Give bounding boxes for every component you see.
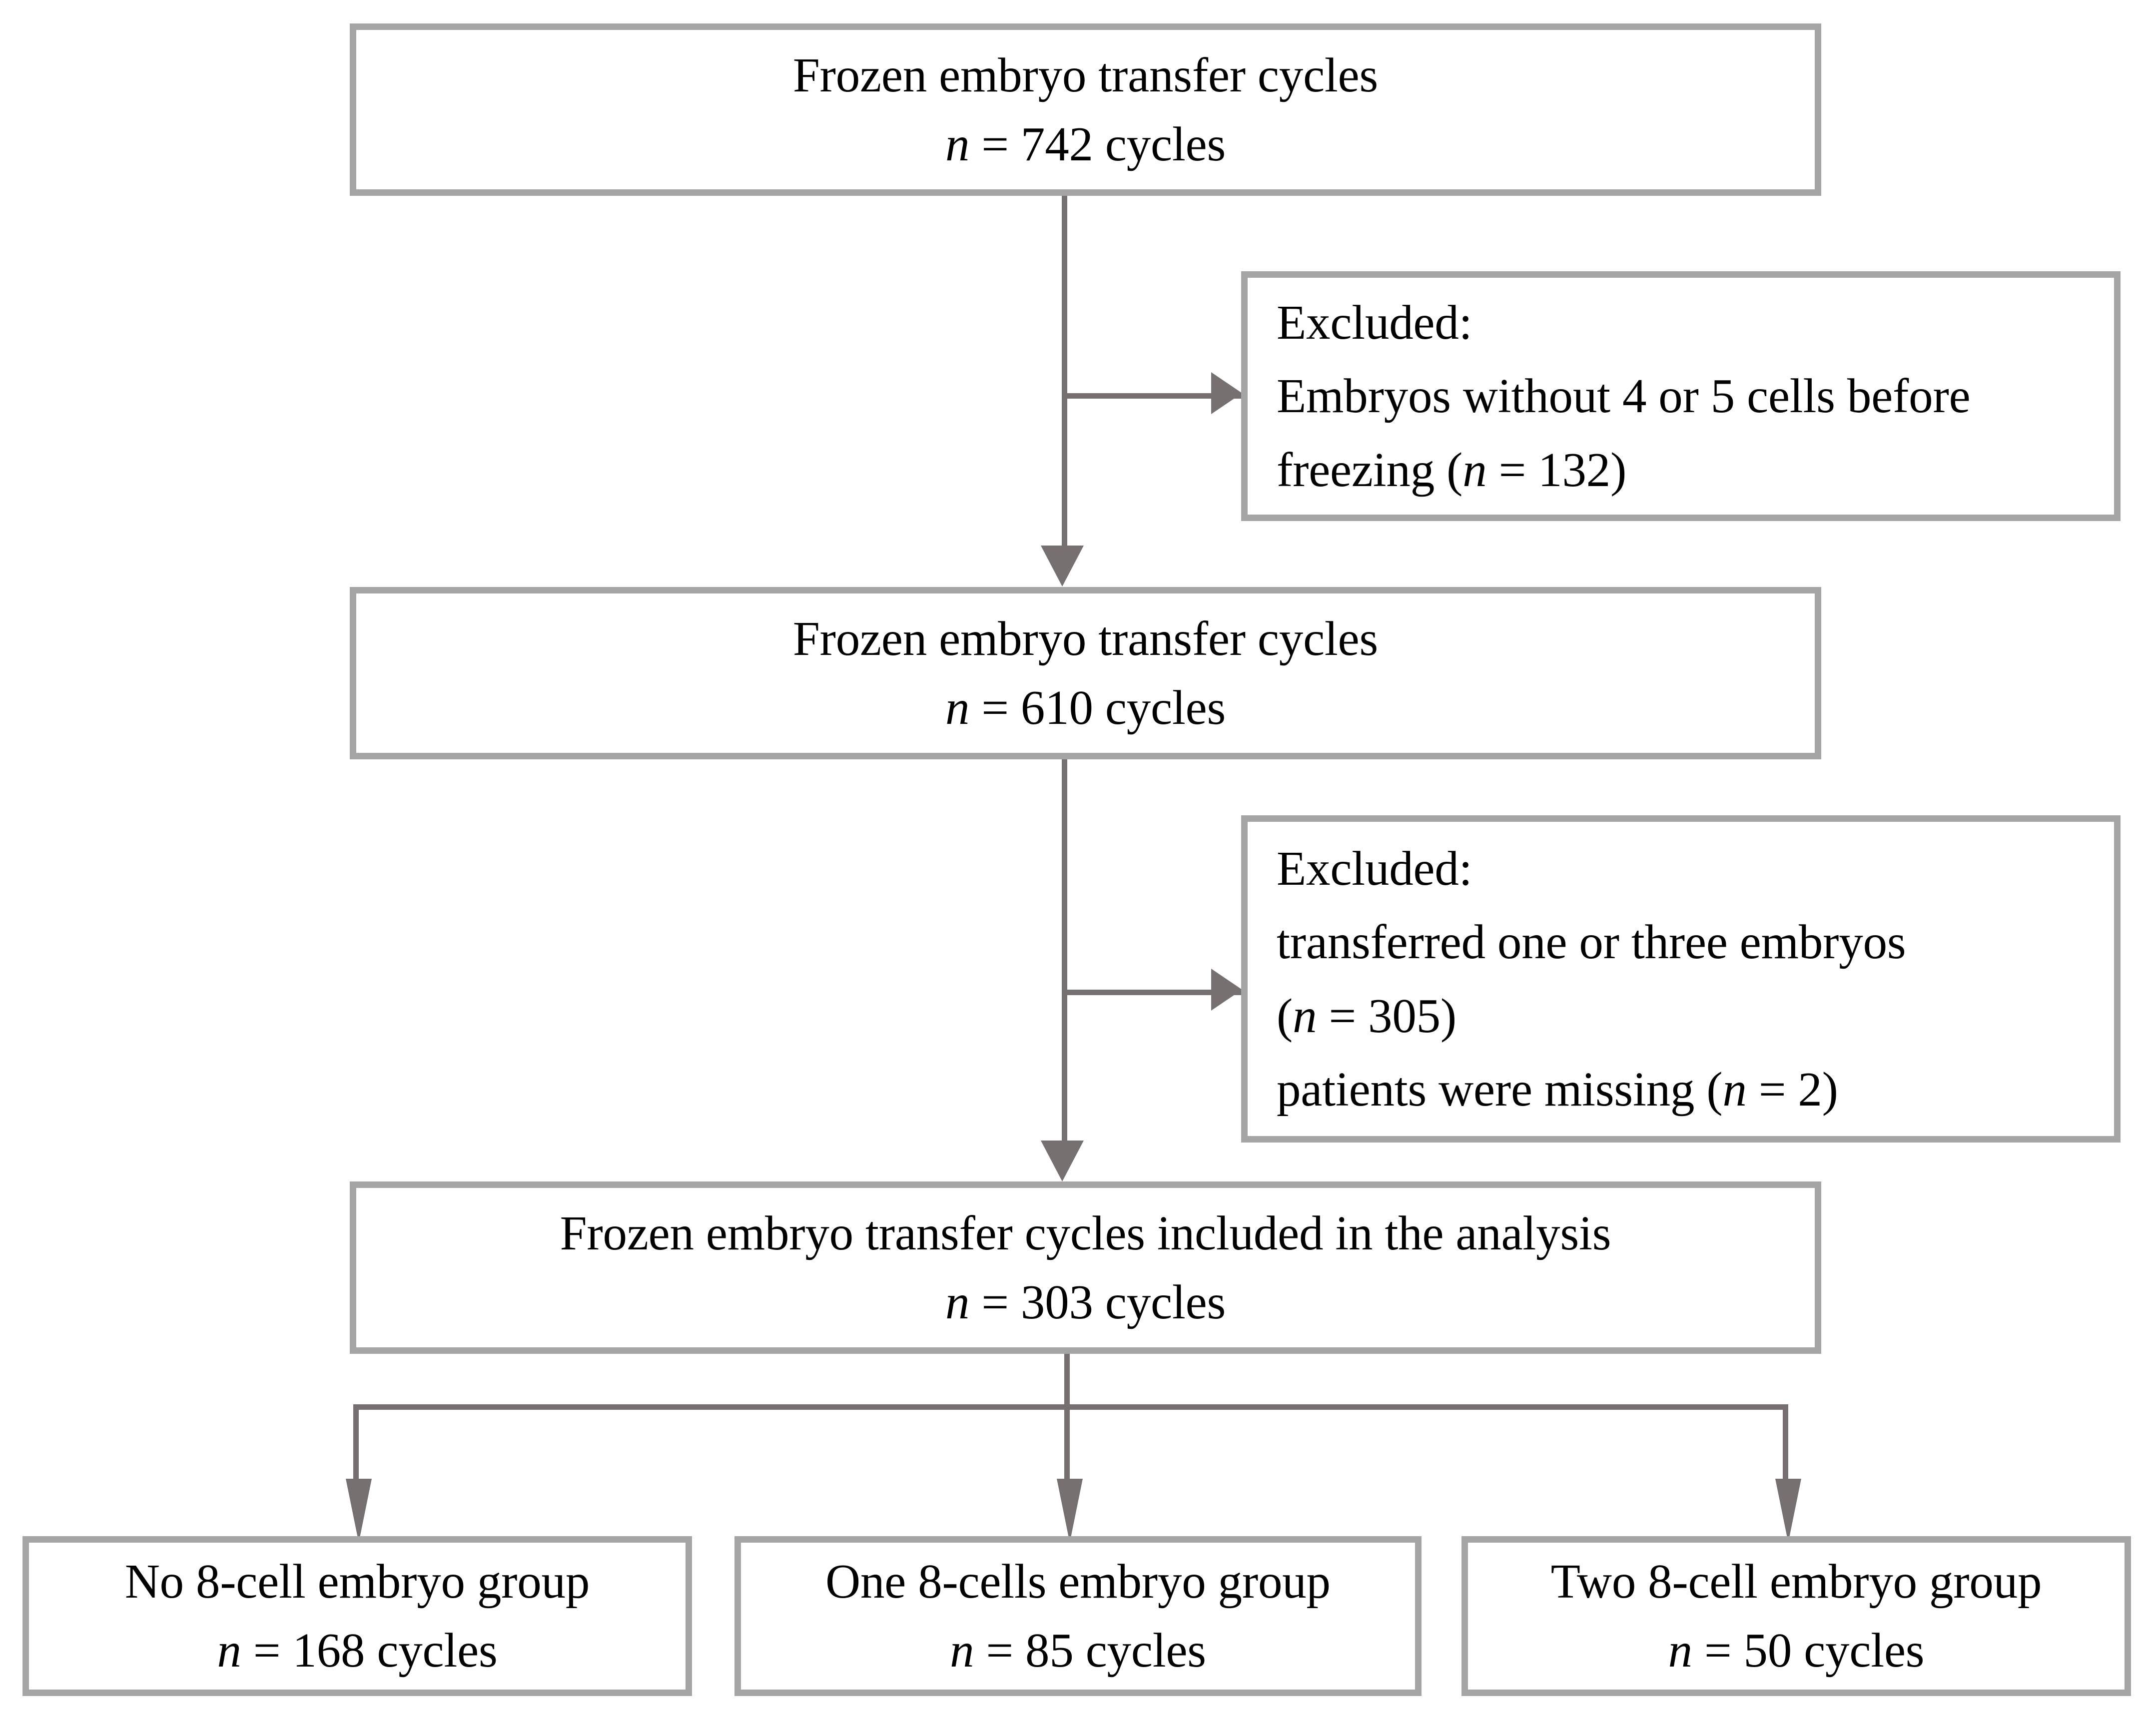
excluded-2-count-value: = 305): [1317, 989, 1457, 1043]
n-symbol: n: [945, 680, 970, 734]
node-count: n = 610 cycles: [945, 673, 1226, 742]
n-symbol: n: [1668, 1624, 1693, 1677]
excluded-2-count: (n = 305): [1277, 979, 1456, 1053]
node-count-value: = 303 cycles: [969, 1275, 1226, 1329]
excluded-2-count-prefix: (: [1277, 989, 1293, 1043]
group-count-value: = 85 cycles: [974, 1624, 1206, 1677]
excluded-1-heading: Excluded:: [1277, 295, 1472, 349]
node-group-no-8-cell-embryo: No 8-cell embryo group n = 168 cycles: [22, 1536, 692, 1696]
node-title: Frozen embryo transfer cycles: [792, 611, 1379, 665]
n-symbol: n: [945, 117, 970, 171]
node-group-one-8-cell-embryo: One 8-cells embryo group n = 85 cycles: [734, 1536, 1422, 1696]
excluded-1-reason: Embryos without 4 or 5 cells before: [1277, 369, 1971, 423]
excluded-2-missing-value: = 2): [1746, 1062, 1838, 1116]
connector-drop-middle: [1064, 1404, 1070, 1502]
group-title: One 8-cells embryo group: [825, 1555, 1331, 1609]
group-count: n = 168 cycles: [217, 1616, 497, 1685]
connector-total-to-610: [1062, 196, 1067, 546]
node-excluded-2: Excluded: transferred one or three embry…: [1241, 815, 2121, 1143]
connector-to-excluded-2: [1062, 990, 1247, 995]
node-title: Frozen embryo transfer cycles: [792, 48, 1379, 102]
n-symbol: n: [950, 1624, 974, 1677]
excluded-2-heading: Excluded:: [1277, 841, 1472, 895]
excluded-1-count-value: = 132): [1486, 443, 1627, 497]
group-title: Two 8-cell embryo group: [1550, 1555, 2042, 1609]
arrow-right-icon: [1211, 372, 1242, 414]
node-frozen-embryo-transfer-cycles-total: Frozen embryo transfer cycles n = 742 cy…: [350, 23, 1821, 196]
arrow-down-icon: [1041, 546, 1084, 586]
n-symbol: n: [217, 1624, 241, 1677]
node-count: n = 303 cycles: [945, 1268, 1226, 1337]
excluded-2-missing: patients were missing (n = 2): [1277, 1053, 1838, 1126]
group-title: No 8-cell embryo group: [124, 1555, 590, 1609]
group-count: n = 85 cycles: [950, 1616, 1206, 1685]
group-count: n = 50 cycles: [1668, 1616, 1925, 1685]
arrow-down-icon: [346, 1479, 372, 1543]
n-symbol: n: [1293, 989, 1317, 1043]
connector-610-to-303: [1062, 759, 1067, 1141]
excluded-1-count: freezing (n = 132): [1277, 433, 1626, 507]
node-count: n = 742 cycles: [945, 110, 1226, 179]
node-title: Frozen embryo transfer cycles included i…: [560, 1206, 1611, 1260]
group-count-value: = 50 cycles: [1692, 1624, 1925, 1677]
node-cycles-included-in-analysis: Frozen embryo transfer cycles included i…: [350, 1181, 1821, 1354]
n-symbol: n: [1722, 1062, 1747, 1116]
node-count-value: = 742 cycles: [969, 117, 1226, 171]
connector-to-excluded-1: [1062, 393, 1247, 399]
node-excluded-1: Excluded: Embryos without 4 or 5 cells b…: [1241, 271, 2121, 521]
excluded-2-reason: transferred one or three embryos: [1277, 915, 1906, 969]
connector-drop-right: [1783, 1404, 1788, 1502]
arrow-right-icon: [1211, 969, 1242, 1011]
node-group-two-8-cell-embryo: Two 8-cell embryo group n = 50 cycles: [1461, 1536, 2131, 1696]
n-symbol: n: [1462, 443, 1487, 497]
connector-split-stem: [1064, 1354, 1070, 1409]
excluded-1-count-prefix: freezing (: [1277, 443, 1463, 497]
arrow-down-icon: [1775, 1479, 1801, 1543]
node-count-value: = 610 cycles: [969, 680, 1226, 734]
arrow-down-icon: [1041, 1141, 1084, 1181]
connector-drop-left: [353, 1404, 359, 1502]
arrow-down-icon: [1057, 1479, 1083, 1543]
group-count-value: = 168 cycles: [241, 1624, 498, 1677]
excluded-2-missing-prefix: patients were missing (: [1277, 1062, 1723, 1116]
connector-split-bar: [353, 1404, 1788, 1410]
node-frozen-embryo-transfer-cycles-610: Frozen embryo transfer cycles n = 610 cy…: [350, 587, 1821, 759]
n-symbol: n: [945, 1275, 970, 1329]
